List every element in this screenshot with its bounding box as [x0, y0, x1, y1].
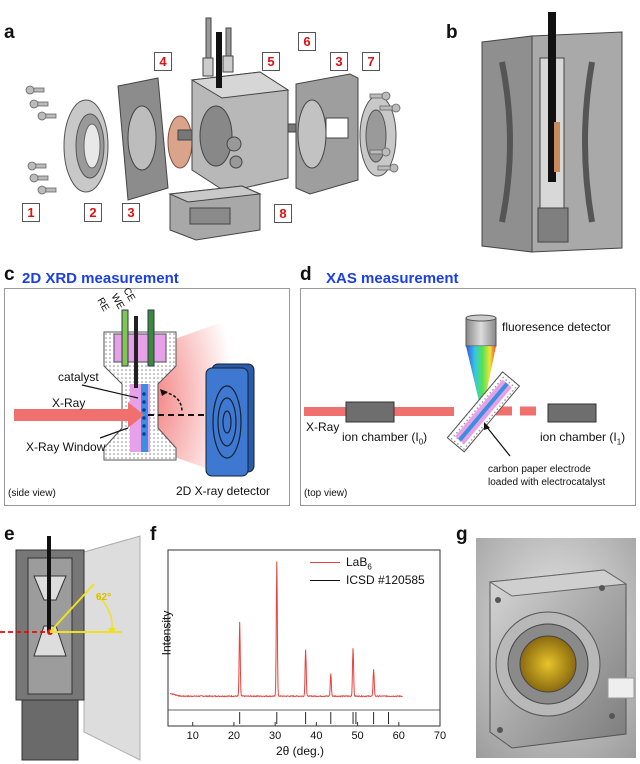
part-4-body	[177, 71, 301, 193]
xrd-setup-diagram	[14, 309, 255, 478]
x-tick-label-0: 10	[187, 730, 199, 742]
label-electrode-2: loaded with electrocatalyst	[488, 477, 606, 488]
legend-label-lab6: LaB6	[346, 555, 372, 572]
panel-g-letter: g	[456, 524, 468, 545]
screws-left	[25, 85, 57, 195]
callout-1: 1	[22, 203, 40, 222]
label-ion-chamber-1: ion chamber (I1)	[540, 430, 626, 447]
panel-d-title: XAS measurement	[326, 270, 459, 287]
callout-5: 5	[262, 52, 280, 71]
cell-cross-section	[481, 12, 623, 253]
label-top-view: (top view)	[304, 488, 348, 499]
label-electrode-1: carbon paper electrode	[488, 464, 591, 475]
panel-c-letter: c	[4, 264, 15, 285]
label-xray-window: X-Ray Window	[26, 440, 106, 454]
series-lab6	[169, 561, 403, 698]
part-3-gasket	[167, 115, 193, 169]
label-catalyst: catalyst	[58, 370, 99, 384]
x-tick-label-6: 70	[434, 730, 446, 742]
x-tick-label-3: 40	[310, 730, 322, 742]
panel-f-letter: f	[150, 524, 157, 545]
part-3-housing	[295, 73, 359, 195]
exploded-cell-diagram	[25, 17, 401, 241]
legend-label-icsd: ICSD #120585	[346, 573, 425, 587]
part-8-base	[168, 185, 262, 241]
legend-swatch-lab6	[310, 562, 340, 563]
label-xray-c: X-Ray	[52, 396, 86, 410]
y-axis-label: Intensity	[159, 610, 174, 656]
electrodes	[202, 17, 234, 88]
label-angle: 62°	[96, 592, 112, 603]
callout-8: 8	[274, 204, 292, 223]
plot-frame	[167, 549, 441, 727]
part-1-ring	[63, 99, 109, 193]
x-tick-label-1: 20	[228, 730, 240, 742]
x-tick-label-4: 50	[351, 730, 363, 742]
callout-4: 4	[154, 52, 172, 71]
panel-e-letter: e	[4, 524, 15, 545]
part-2-plate	[117, 77, 169, 201]
panel-d-letter: d	[300, 264, 312, 285]
x-tick-label-5: 60	[393, 730, 405, 742]
callout-3b: 3	[330, 52, 348, 71]
x-tick-label-2: 30	[269, 730, 281, 742]
label-ion-chamber-0: ion chamber (I0)	[342, 430, 428, 447]
xas-setup-diagram	[304, 314, 597, 457]
cell-angle-diagram	[0, 535, 141, 761]
callout-7: 7	[362, 52, 380, 71]
legend-swatch-icsd	[310, 580, 340, 581]
label-fluo-detector: fluoresence detector	[502, 320, 611, 334]
label-detector: 2D X-ray detector	[176, 484, 271, 498]
callout-3a: 3	[122, 203, 140, 222]
callout-2: 2	[84, 203, 102, 222]
screws-right	[369, 91, 401, 173]
callout-6: 6	[298, 32, 316, 51]
label-xray-d: X-Ray	[306, 420, 340, 434]
x-axis-label: 2θ (deg.)	[276, 744, 325, 758]
label-side-view: (side view)	[8, 488, 56, 499]
panel-b-letter: b	[446, 22, 458, 43]
panel-a-letter: a	[4, 22, 15, 43]
xrd-chart: 10 20 30 40 50 60 70	[167, 549, 446, 742]
cell-photo	[476, 538, 636, 758]
panel-c-title: 2D XRD measurement	[22, 270, 179, 287]
2d-detector	[205, 363, 255, 477]
